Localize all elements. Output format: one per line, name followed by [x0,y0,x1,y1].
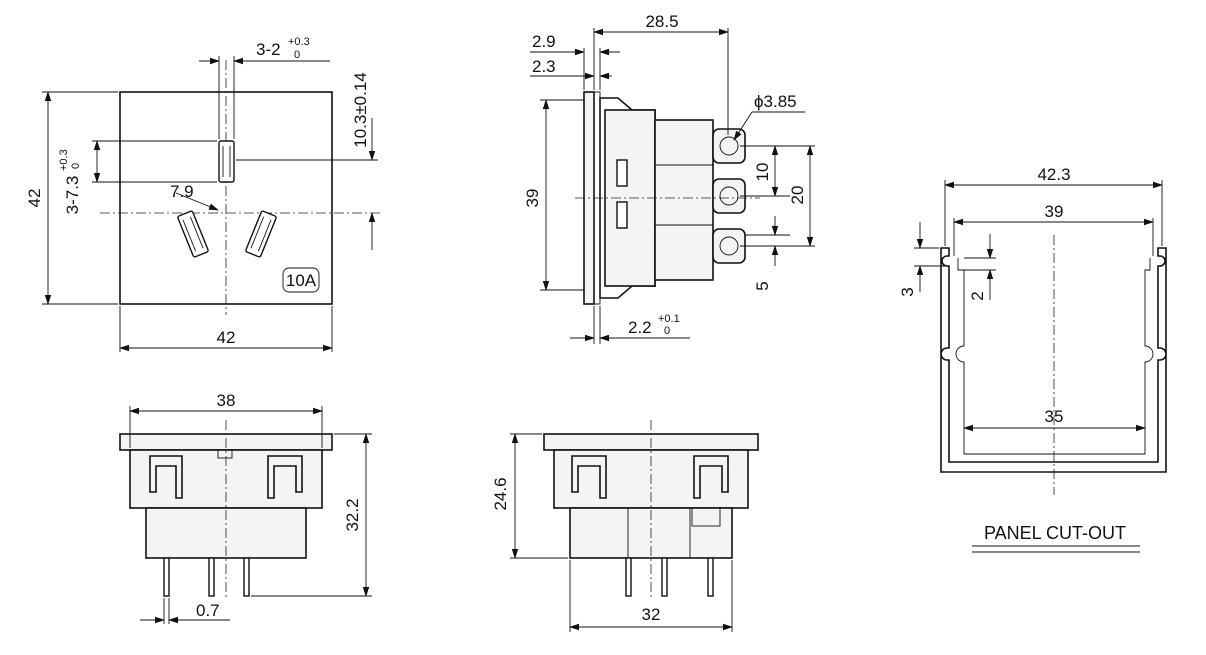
panel-tol-upper: +0.1 [658,313,680,325]
br-pin-2 [661,557,668,597]
br-width-dim: 32 [642,605,661,624]
earth-slot [218,140,235,183]
br-clip-left [571,455,607,499]
flange-dim: 2.9 [532,32,556,51]
front-height-dim: 42 [25,189,44,208]
bl-pin-3 [243,557,250,597]
panel-thickness-dim: 2.2 [628,318,652,337]
cutout-bottom-width-dim: 35 [1045,407,1064,426]
slot-offset-dim: 10.3±0.14 [351,72,370,148]
bl-pin-2 [208,557,215,597]
cutout-inner-width-dim: 39 [1045,202,1064,221]
br-pin-3 [707,557,714,597]
bottom-right-view: 24.6 32 [491,420,759,632]
br-pin-1 [625,557,632,597]
bl-pin-1 [163,557,170,597]
panel-tol-lower: 0 [664,325,670,337]
br-height-dim: 24.6 [491,477,510,510]
slot-width-tol-lower: 0 [294,49,300,61]
panel-cutout-view: 42.3 39 35 3 2 PANEL CUT-OUT [898,165,1167,553]
line-slot-left [177,210,209,258]
bl-width-dim: 38 [217,391,236,410]
pin-edge-dim: 5 [753,281,772,290]
pin-thickness-dim: 0.7 [196,601,220,620]
cutout-outline [940,247,1167,473]
bottom-left-view: 38 32.2 0.7 [119,391,372,624]
bl-height-dim: 32.2 [343,498,362,531]
side-depth-dim: 28.5 [645,12,678,31]
cutout-inner [955,258,1154,455]
front-view: 10A 42 42 3-2 +0.3 0 3-7.3 +0.3 0 [25,36,380,352]
bl-clip-left [149,455,183,499]
slot-width-dim: 3-2 [256,40,281,59]
bl-clip-right [267,455,303,499]
slot-width-tol-upper: +0.3 [288,36,310,48]
slot-length-dim: 3-7.3 [63,176,82,215]
hole-diameter-dim: ϕ3.85 [754,92,797,111]
front-width-dim: 42 [217,328,236,347]
rating-badge: 10A [286,271,317,290]
notch-depth-dim: 2 [968,291,987,300]
cutout-outer-width-dim: 42.3 [1037,165,1070,184]
neutral-slot-right [245,210,277,258]
rating-badge-frame [282,267,320,293]
slot-length-tol-lower: 0 [70,163,82,169]
slot-length-tol-upper: +0.3 [58,149,70,171]
slot-spacing-dim: 7.9 [170,182,194,201]
notch-height-dim: 3 [898,287,917,296]
side-height-dim: 39 [523,189,542,208]
pin-span-dim: 20 [788,186,807,205]
side-view: 28.5 2.9 2.3 ϕ3.85 39 10 20 5 [523,12,815,344]
br-clip-right [693,455,729,499]
flange-inner-dim: 2.3 [532,57,556,76]
pin-pitch-dim: 10 [753,163,772,182]
cutout-title: PANEL CUT-OUT [984,523,1126,543]
